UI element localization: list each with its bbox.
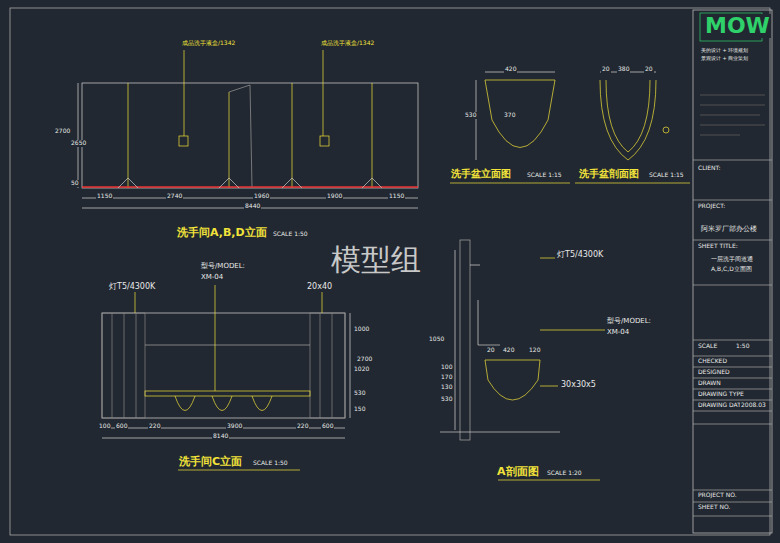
dimension-label: CHECKED bbox=[697, 358, 728, 365]
dimension-label: SCALE 1:20 bbox=[546, 470, 583, 477]
dimension-label: 3900 bbox=[226, 423, 243, 430]
dimension-label: 420 bbox=[504, 66, 517, 73]
dimension-label: 220 bbox=[296, 423, 309, 430]
dimension-label: 380 bbox=[617, 66, 630, 73]
dimension-label: 20 bbox=[601, 66, 611, 73]
dimension-label: PROJECT NO. bbox=[697, 492, 738, 499]
dimension-label: 1150 bbox=[388, 193, 405, 200]
dimension-label: 2700 bbox=[356, 356, 373, 363]
dimension-label: 2650 bbox=[70, 140, 87, 147]
dimension-label: XM-04 bbox=[606, 329, 630, 337]
drawing-title: 洗手盆立面图 bbox=[450, 168, 512, 179]
dimension-label: 灯T5/4300K bbox=[556, 251, 604, 260]
drawing-title: 洗手间C立面 bbox=[178, 456, 243, 468]
dimension-label: 420 bbox=[502, 347, 515, 354]
dimension-label: 8440 bbox=[244, 203, 261, 210]
dimension-label: 阿米罗厂部办公楼 bbox=[700, 226, 758, 234]
dimension-label: 370 bbox=[503, 112, 516, 119]
dimension-label: DRAWN bbox=[697, 380, 722, 387]
dimension-label: SCALE 1:50 bbox=[272, 231, 309, 238]
drawing-title: 模型组 bbox=[330, 243, 422, 276]
dimension-label: 一层洗手间道通 bbox=[710, 256, 754, 263]
dimension-label: 600 bbox=[321, 423, 334, 430]
drawing-title: 洗手间A,B,D立面 bbox=[176, 227, 268, 239]
dimension-label: 1900 bbox=[326, 193, 343, 200]
dimension-label: SHEET TITLE: bbox=[697, 243, 739, 250]
dimension-label: 170 bbox=[440, 374, 453, 381]
dimension-label: 1000 bbox=[353, 326, 370, 333]
dimension-label: 130 bbox=[440, 384, 453, 391]
dimension-label: 灯T5/4300K bbox=[108, 283, 156, 292]
dimension-label: 20 bbox=[644, 66, 654, 73]
dimension-label: SHEET NO. bbox=[697, 504, 731, 511]
dimension-label: 530 bbox=[464, 112, 477, 119]
dimension-label: 美的设计 + 环境规划 bbox=[700, 48, 749, 54]
dimension-label: 20 bbox=[486, 347, 496, 354]
dimension-label: 50 bbox=[70, 180, 80, 187]
dimension-label: 2008.03 bbox=[740, 402, 767, 409]
dimension-label: 220 bbox=[148, 423, 161, 430]
dimension-label: 100 bbox=[98, 423, 111, 430]
dimension-label: 1:50 bbox=[735, 343, 750, 350]
drawing-title: 洗手盆剖面图 bbox=[578, 168, 640, 179]
dimension-label: 1150 bbox=[96, 193, 113, 200]
drawing-title: A剖面图 bbox=[496, 466, 540, 478]
dimension-label: 1050 bbox=[428, 336, 445, 343]
dimension-label: DRAWING DATE bbox=[697, 402, 746, 409]
dimension-label: SCALE 1:50 bbox=[252, 460, 289, 467]
dimension-label: DRAWING TYPE bbox=[697, 391, 745, 398]
dimension-label: 景观设计 + 商业策划 bbox=[700, 56, 749, 62]
dimension-label: 530 bbox=[440, 396, 453, 403]
dimension-label: 120 bbox=[528, 347, 541, 354]
dimension-label: 100 bbox=[440, 364, 453, 371]
dimension-label: 600 bbox=[115, 423, 128, 430]
dimension-label: 8140 bbox=[212, 433, 229, 440]
dimension-label: CLIENT: bbox=[697, 165, 722, 172]
dimension-label: 530 bbox=[353, 390, 366, 397]
dimension-label: 型号/MODEL: bbox=[200, 263, 246, 271]
dimension-label: 20x40 bbox=[306, 283, 333, 292]
dimension-label: SCALE 1:15 bbox=[648, 172, 685, 179]
dimension-label: 2700 bbox=[54, 128, 71, 135]
dimension-label: SCALE 1:15 bbox=[526, 172, 563, 179]
dimension-label: 成品洗手液盒/1342 bbox=[181, 40, 236, 47]
dimension-label: 型号/MODEL: bbox=[606, 318, 652, 326]
dimension-label: PROJECT: bbox=[697, 203, 726, 210]
dimension-label: DESIGNED bbox=[697, 369, 731, 376]
dimension-label: XM-04 bbox=[200, 274, 224, 282]
dimension-label: SCALE bbox=[697, 343, 718, 350]
dimension-label: 2740 bbox=[166, 193, 183, 200]
drawing-title: MOW bbox=[704, 14, 771, 38]
dimension-label: A,B,C,D立面图 bbox=[710, 266, 753, 273]
dimension-label: 1960 bbox=[253, 193, 270, 200]
dimension-label: 成品洗手液盒/1342 bbox=[320, 40, 375, 47]
dimension-label: 1020 bbox=[353, 366, 370, 373]
dimension-label: 150 bbox=[353, 406, 366, 413]
dimension-label: 30x30x5 bbox=[560, 381, 597, 390]
